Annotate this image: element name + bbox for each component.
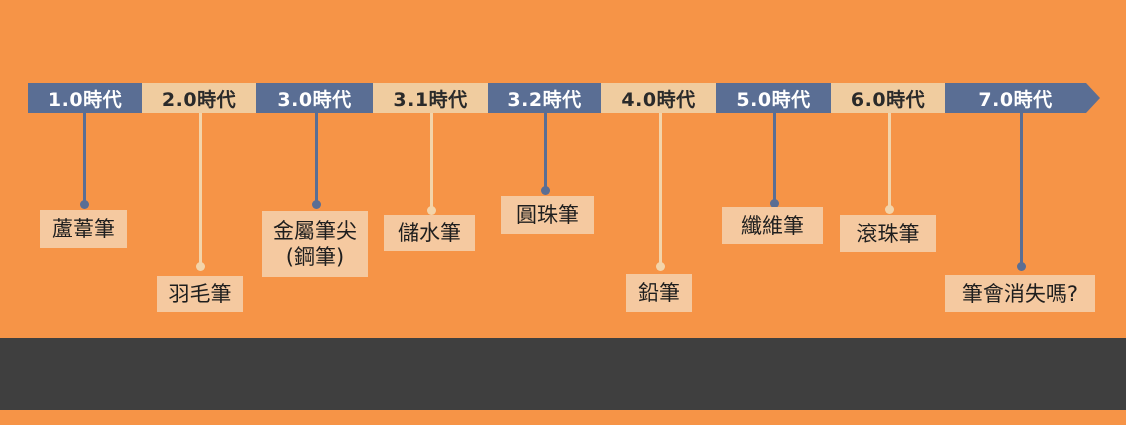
era-item-label-6: 鉛筆 <box>626 274 692 312</box>
connector-5 <box>544 113 547 190</box>
era-segment-3: 3.0時代 <box>256 83 373 113</box>
footer-band <box>0 338 1126 410</box>
era-segment-2: 2.0時代 <box>142 83 256 113</box>
era-label: 1.0時代 <box>47 88 123 111</box>
era-item-label-3: 金屬筆尖 (鋼筆) <box>262 211 368 277</box>
connector-1 <box>83 113 86 205</box>
era-item-label-2: 羽毛筆 <box>157 276 243 312</box>
era-segment-8: 6.0時代 <box>831 83 945 113</box>
connector-4 <box>430 113 433 211</box>
connector-6 <box>659 113 662 267</box>
connector-3 <box>315 113 318 205</box>
connector-7 <box>773 113 776 204</box>
connector-dot-4 <box>427 206 436 215</box>
era-item-label-7: 纖維筆 <box>722 207 823 244</box>
era-label: 4.0時代 <box>621 88 696 111</box>
era-item-label-9: 筆會消失嗎? <box>945 275 1095 312</box>
connector-dot-6 <box>656 262 665 271</box>
connector-dot-3 <box>312 200 321 209</box>
era-label: 5.0時代 <box>736 88 811 111</box>
era-segment-7: 5.0時代 <box>716 83 831 113</box>
era-item-label-8: 滾珠筆 <box>840 215 936 252</box>
era-label: 7.0時代 <box>978 88 1053 111</box>
era-label: 3.1時代 <box>393 88 468 111</box>
era-segment-4: 3.1時代 <box>373 83 488 113</box>
era-label: 6.0時代 <box>850 88 926 111</box>
era-label: 3.2時代 <box>507 88 582 111</box>
timeline-arrow-head <box>1086 83 1100 113</box>
connector-9 <box>1020 113 1023 267</box>
era-segment-1: 1.0時代 <box>28 83 142 113</box>
era-segment-6: 4.0時代 <box>601 83 716 113</box>
era-label: 3.0時代 <box>277 88 352 111</box>
era-segment-9: 7.0時代 <box>945 83 1086 113</box>
connector-2 <box>199 113 202 267</box>
era-label: 2.0時代 <box>161 88 237 111</box>
connector-8 <box>888 113 891 210</box>
timeline-bar: 1.0時代 2.0時代 3.0時代 3.1時代 3.2時代 4.0時代 5.0時… <box>28 83 1100 113</box>
connector-dot-5 <box>541 186 550 195</box>
connector-dot-9 <box>1017 262 1026 271</box>
connector-dot-2 <box>196 262 205 271</box>
era-segment-5: 3.2時代 <box>488 83 601 113</box>
era-item-label-5: 圓珠筆 <box>501 196 594 234</box>
era-item-label-4: 儲水筆 <box>384 215 475 251</box>
connector-dot-1 <box>80 200 89 209</box>
connector-dot-7 <box>770 199 779 208</box>
connector-dot-8 <box>885 205 894 214</box>
era-item-label-1: 蘆葦筆 <box>40 210 127 248</box>
